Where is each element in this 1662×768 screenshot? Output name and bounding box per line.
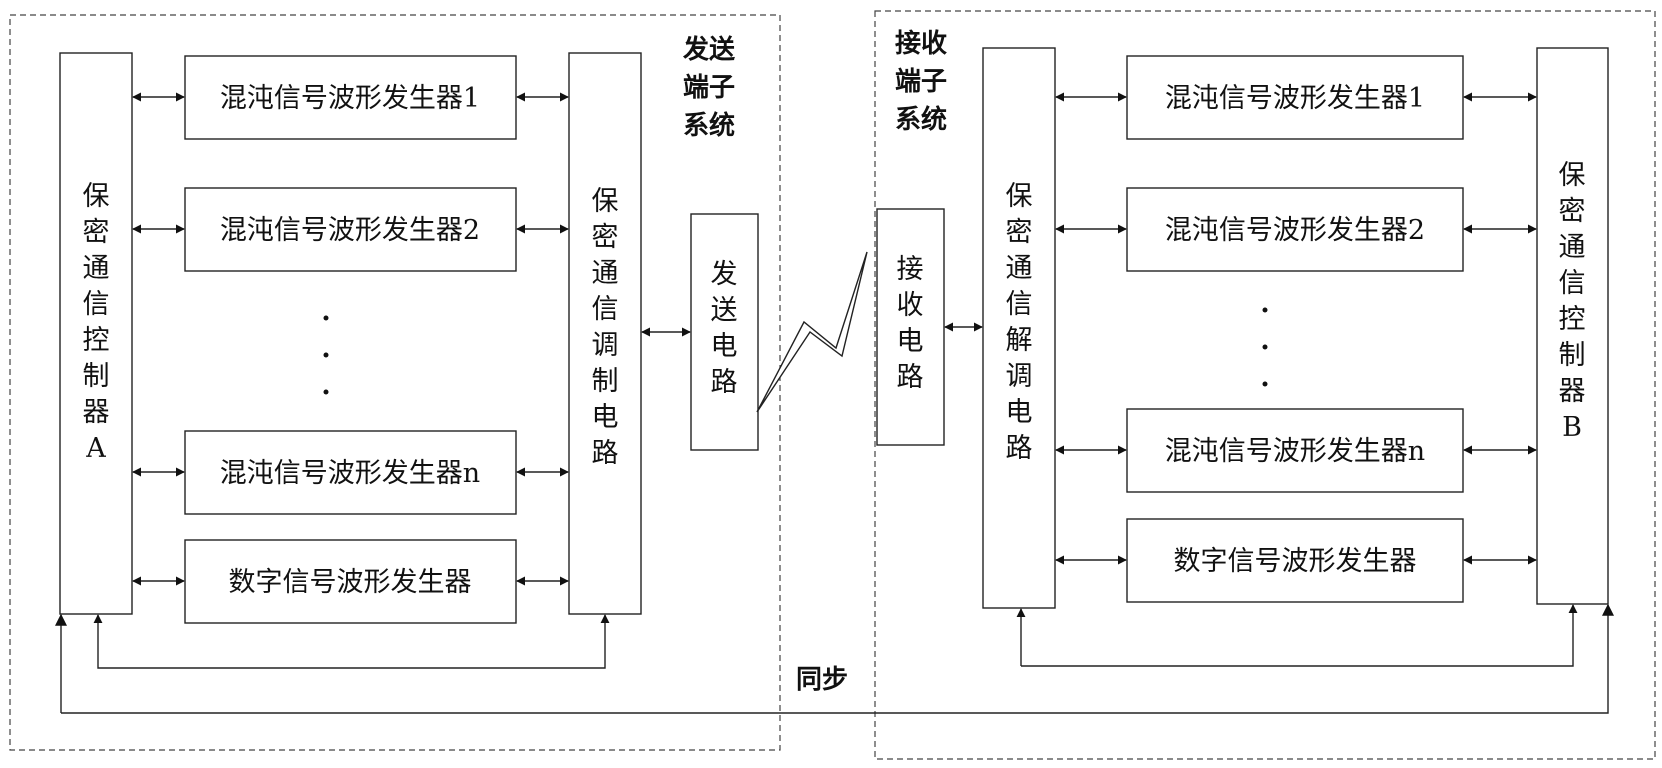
- controller-a-char: 器: [83, 397, 110, 428]
- feedback-demod-to-ctrl-b: [1021, 605, 1573, 666]
- receiver-generator-n-label: 混沌信号波形发生器n: [1165, 436, 1425, 467]
- receiver-generator-1-label: 混沌信号波形发生器1: [1165, 83, 1425, 114]
- sender-generator-n-label: 混沌信号波形发生器n: [220, 458, 480, 489]
- receiver-generator-2: 混沌信号波形发生器2: [1127, 188, 1463, 271]
- receiver-generator-2-label: 混沌信号波形发生器2: [1165, 215, 1425, 246]
- tx-char: 送: [711, 295, 738, 326]
- rx-char: 路: [897, 362, 924, 393]
- receiver-ellipsis: [1263, 308, 1268, 387]
- secure-modulator: 保 密 通 信 调 制 电 路: [569, 53, 641, 614]
- rx-char: 电: [897, 326, 924, 357]
- demodulator-char: 解: [1006, 325, 1033, 356]
- sync-label: 同步: [796, 664, 848, 695]
- sender-generator-1: 混沌信号波形发生器1: [185, 56, 516, 139]
- sender-subsystem: 发送 端子 系统 保 密 通 信 控 制 器 A 混沌信号波形发生器1 混沌信号…: [10, 15, 780, 750]
- receiver-digital-generator-label: 数字信号波形发生器: [1174, 546, 1417, 577]
- receiver-title-line-3: 系统: [895, 104, 947, 135]
- controller-b-char: 控: [1559, 304, 1586, 335]
- sender-title-line-2: 端子: [683, 73, 735, 103]
- receiver-generator-1: 混沌信号波形发生器1: [1127, 56, 1463, 139]
- controller-a-char: 通: [83, 253, 110, 284]
- controller-b: 保 密 通 信 控 制 器 B: [1537, 48, 1608, 604]
- demodulator-char: 信: [1006, 289, 1033, 320]
- receiver-digital-generator: 数字信号波形发生器: [1127, 519, 1463, 602]
- modulator-char: 密: [592, 222, 619, 253]
- controller-b-char: 通: [1559, 232, 1586, 263]
- sender-generator-n: 混沌信号波形发生器n: [185, 431, 516, 514]
- sender-ellipsis: [324, 316, 329, 395]
- modulator-char: 制: [592, 366, 619, 397]
- demodulator-char: 电: [1006, 397, 1033, 428]
- receiver-subsystem: 接收 端子 系统 接 收 电 路 保 密 通 信 解 调 电 路 混沌信号波形发…: [875, 11, 1655, 759]
- sender-digital-generator-label: 数字信号波形发生器: [229, 567, 472, 598]
- secure-demodulator: 保 密 通 信 解 调 电 路: [983, 48, 1055, 608]
- controller-b-char: 器: [1559, 376, 1586, 407]
- modulator-char: 信: [592, 294, 619, 325]
- modulator-char: 通: [592, 258, 619, 289]
- sender-digital-generator: 数字信号波形发生器: [185, 540, 516, 623]
- controller-b-char: 密: [1559, 196, 1586, 227]
- demodulator-char: 通: [1006, 253, 1033, 284]
- modulator-char: 调: [592, 330, 619, 361]
- receive-circuit: 接 收 电 路: [877, 209, 944, 445]
- transmit-circuit: 发 送 电 路: [691, 214, 758, 450]
- sender-generator-1-label: 混沌信号波形发生器1: [220, 83, 480, 114]
- demodulator-char: 路: [1006, 433, 1033, 464]
- demodulator-char: 调: [1006, 361, 1033, 392]
- controller-b-char: 保: [1559, 160, 1586, 191]
- sender-generator-2: 混沌信号波形发生器2: [185, 188, 516, 271]
- controller-a-char: 信: [83, 289, 110, 320]
- receiver-generator-n: 混沌信号波形发生器n: [1127, 409, 1463, 492]
- sender-title-line-1: 发送: [682, 34, 735, 65]
- tx-char: 电: [711, 331, 738, 362]
- controller-a: 保 密 通 信 控 制 器 A: [60, 53, 132, 614]
- controller-a-char: 保: [83, 181, 110, 212]
- controller-a-char: 密: [83, 217, 110, 248]
- controller-b-char: 信: [1559, 268, 1586, 299]
- modulator-char: 电: [592, 402, 619, 433]
- controller-b-char: 制: [1559, 340, 1586, 371]
- demodulator-char: 密: [1006, 217, 1033, 248]
- sender-title-line-3: 系统: [683, 110, 735, 141]
- modulator-char: 保: [592, 186, 619, 217]
- wireless-link-icon: [757, 252, 867, 412]
- controller-a-char: 控: [83, 325, 110, 356]
- receiver-title-line-2: 端子: [895, 67, 947, 97]
- receiver-title-line-1: 接收: [895, 29, 947, 59]
- modulator-char: 路: [592, 438, 619, 469]
- tx-char: 路: [711, 367, 738, 398]
- rx-char: 收: [897, 290, 924, 321]
- controller-a-char: A: [85, 433, 106, 464]
- rx-char: 接: [897, 254, 924, 285]
- controller-a-char: 制: [83, 361, 110, 392]
- tx-char: 发: [711, 259, 738, 290]
- controller-b-char: B: [1562, 412, 1582, 443]
- demodulator-char: 保: [1006, 181, 1033, 212]
- sender-generator-2-label: 混沌信号波形发生器2: [220, 215, 480, 246]
